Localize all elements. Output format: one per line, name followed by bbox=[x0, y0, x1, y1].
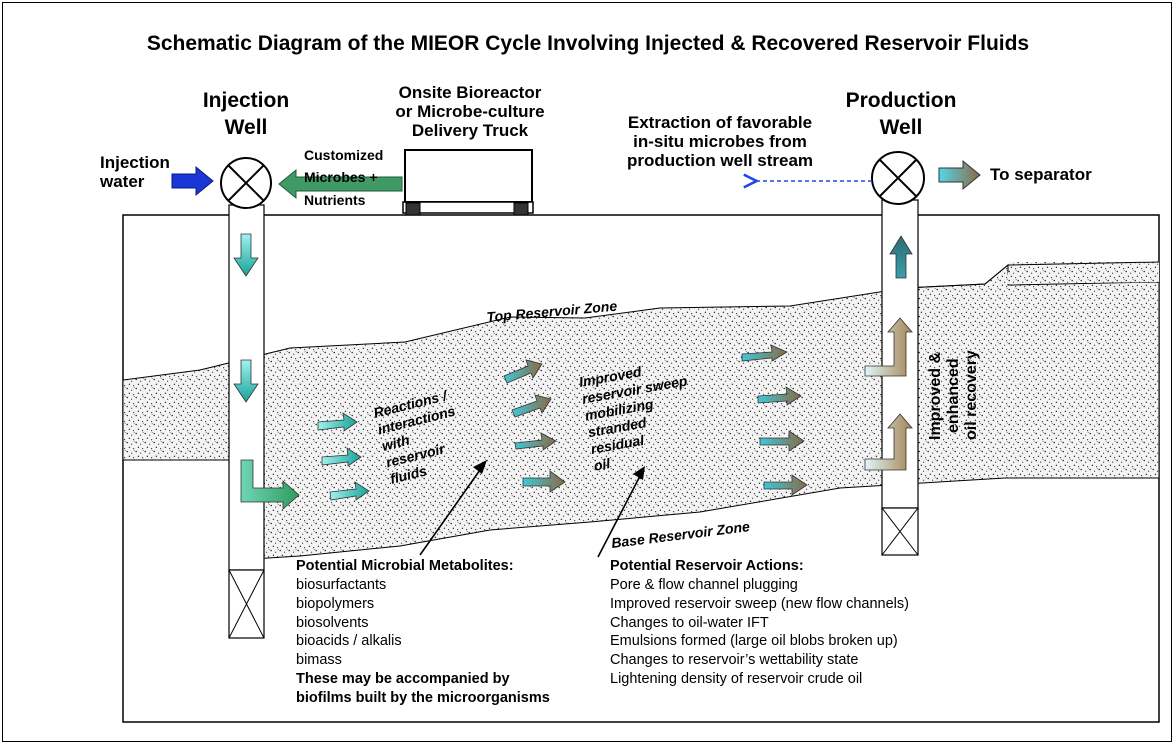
metabolites-heading: Potential Microbial Metabolites: bbox=[296, 558, 514, 574]
reservoir-top-right bbox=[920, 262, 1159, 285]
oil-flow-arrows bbox=[503, 344, 808, 496]
production-well-title-line1: Production bbox=[845, 89, 957, 112]
page-title: Schematic Diagram of the MIEOR Cycle Inv… bbox=[146, 32, 1030, 55]
metabolites-list: Potential Microbial Metabolites: biosurf… bbox=[296, 557, 550, 708]
customized-line3: Nutrients bbox=[304, 191, 366, 208]
actions-list: Potential Reservoir Actions: Pore & flow… bbox=[610, 557, 909, 689]
to-separator-label: To separator bbox=[990, 165, 1092, 184]
production-plug-cross bbox=[881, 507, 919, 556]
action-item: Changes to oil-water IFT bbox=[610, 614, 769, 631]
customized-line2: Microbes + bbox=[304, 169, 378, 186]
metabolite-item: biosurfactants bbox=[296, 576, 387, 593]
injection-water-line1: Injection bbox=[100, 153, 170, 172]
reservoir-top-edge bbox=[904, 261, 1160, 289]
metabolite-item: bioacids / alkalis bbox=[296, 633, 402, 650]
injection-well-title-line1: Injection bbox=[202, 89, 290, 112]
metabolites-note-line2: biofilms built by the microorganisms bbox=[296, 689, 550, 706]
actions-heading: Potential Reservoir Actions: bbox=[610, 558, 804, 574]
action-item: Pore & flow channel plugging bbox=[610, 576, 798, 593]
metabolites-pointer bbox=[419, 460, 487, 556]
extraction-line3: production well stream bbox=[626, 151, 814, 171]
extraction-label: Extraction of favorable in-situ microbes… bbox=[596, 113, 844, 170]
delivery-truck-icon bbox=[402, 149, 534, 216]
injection-well-title: Injection Well bbox=[176, 87, 316, 142]
bioreactor-line3: Delivery Truck bbox=[411, 121, 529, 141]
metabolite-item: biopolymers bbox=[296, 595, 375, 612]
production-turn-arrow-1 bbox=[864, 317, 913, 377]
bioreactor-label: Onsite Bioreactor or Microbe-culture Del… bbox=[370, 83, 570, 140]
customized-label: Customized Microbes + Nutrients bbox=[304, 144, 383, 211]
recovery-text: Improved & enhanced oil recovery bbox=[927, 348, 980, 440]
injection-plug-cross bbox=[228, 569, 265, 639]
metabolite-item: bimass bbox=[296, 652, 342, 669]
production-valve-icon bbox=[871, 151, 925, 205]
injection-turn-arrow bbox=[240, 459, 300, 510]
injection-water-arrow bbox=[171, 165, 214, 197]
injection-valve-icon bbox=[220, 157, 272, 209]
metabolites-note-line1: These may be accompanied by bbox=[296, 671, 510, 688]
injection-water-line2: water bbox=[100, 172, 145, 192]
bioreactor-line2: or Microbe-culture bbox=[395, 102, 545, 122]
to-separator-arrow bbox=[938, 159, 981, 191]
customized-line1: Customized bbox=[304, 147, 384, 163]
production-well-title: Production Well bbox=[816, 87, 986, 142]
action-item: Improved reservoir sweep (new flow chann… bbox=[610, 595, 909, 612]
production-well-title-line2: Well bbox=[879, 116, 923, 140]
production-turn-arrow-2 bbox=[864, 413, 913, 471]
action-item: Emulsions formed (large oil blobs broken… bbox=[610, 633, 898, 650]
action-item: Lightening density of reservoir crude oi… bbox=[610, 671, 863, 688]
down-arrow-2 bbox=[233, 359, 259, 403]
production-up-arrow bbox=[889, 235, 913, 279]
bioreactor-line1: Onsite Bioreactor bbox=[398, 83, 542, 102]
actions-pointer bbox=[597, 466, 645, 558]
extraction-line2: in-situ microbes from bbox=[633, 132, 807, 152]
metabolite-item: biosolvents bbox=[296, 614, 369, 631]
injection-water-label: Injection water bbox=[100, 153, 170, 191]
sweep-text: Improved reservoir sweep mobilizing stra… bbox=[578, 355, 704, 474]
microbes-arrow bbox=[278, 168, 403, 200]
extraction-line1: Extraction of favorable bbox=[627, 113, 813, 132]
action-item: Changes to reservoir’s wettability state bbox=[610, 652, 859, 669]
injection-well-title-line2: Well bbox=[224, 116, 268, 140]
down-arrow-1 bbox=[233, 233, 259, 277]
teal-flow-arrows bbox=[317, 412, 370, 501]
